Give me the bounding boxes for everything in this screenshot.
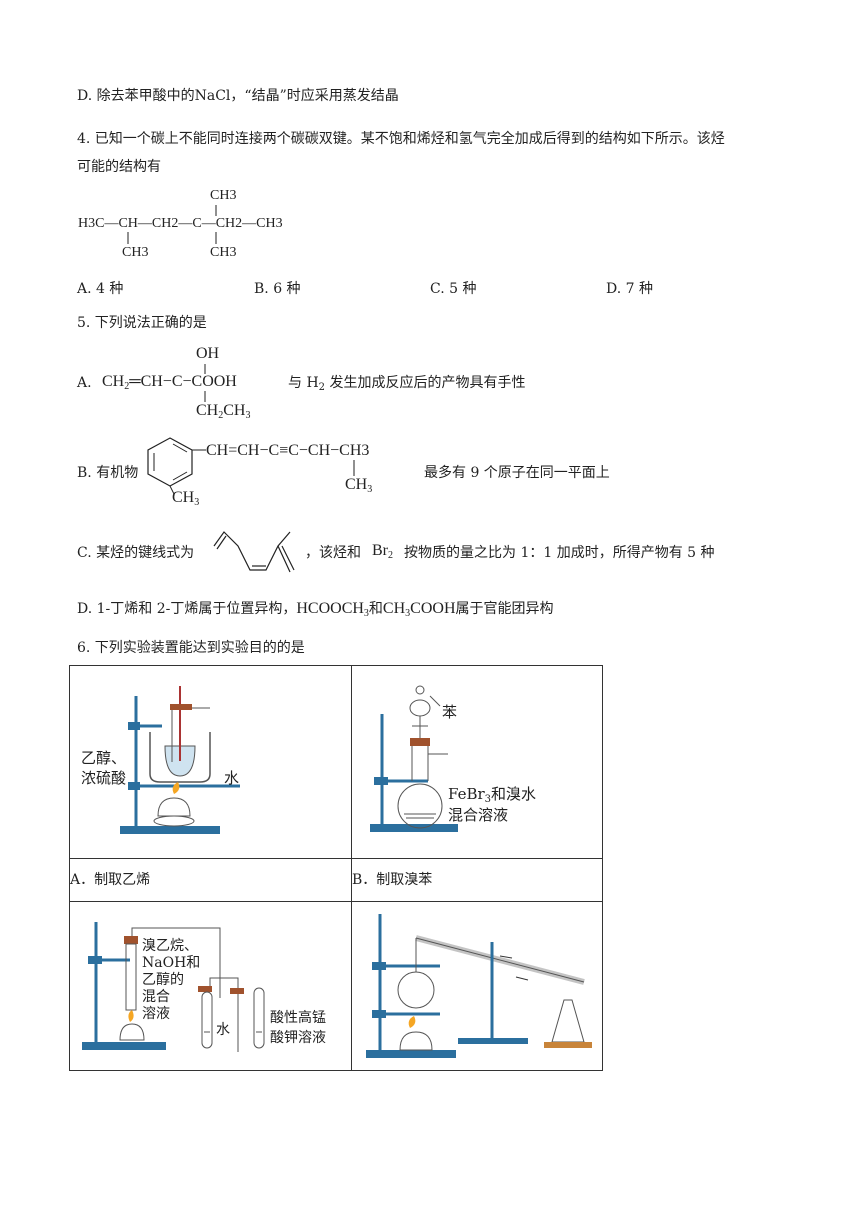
label-kmno4-1: 酸性高锰 bbox=[270, 1010, 326, 1026]
elimination-apparatus-icon bbox=[82, 922, 265, 1052]
q5-b-chain: CH=CH−C≡C−CH−CH3 bbox=[206, 442, 370, 459]
q5-d-text1: D. 1-丁烯和 2-丁烯属于位置异构， bbox=[77, 601, 297, 617]
label-mixed: 混合 bbox=[142, 989, 170, 1005]
q5-stem: 5. 下列说法正确的是 bbox=[77, 315, 207, 331]
group-h3c: H3C bbox=[78, 216, 105, 231]
q5-b-ch3-ring: CH3 bbox=[172, 489, 200, 508]
q5-b-ch3-branch: CH3 bbox=[345, 476, 373, 495]
label-ethanol: 乙醇、 bbox=[81, 749, 127, 767]
group-ch2: CH2 bbox=[151, 216, 179, 231]
q4-option-a: A. 4 种 bbox=[77, 281, 124, 297]
label-ethanol-of: 乙醇的 bbox=[142, 972, 184, 988]
q4-option-c: C. 5 种 bbox=[430, 281, 477, 297]
label-mixed-solution: 混合溶液 bbox=[448, 806, 509, 824]
benzene-ring-icon bbox=[147, 437, 206, 495]
label-naoh: NaOH和 bbox=[142, 955, 201, 971]
group-ch: CH bbox=[118, 216, 138, 231]
q5-d-and: 和 bbox=[368, 601, 383, 617]
formula-bonds bbox=[127, 205, 217, 244]
label-water: 水 bbox=[224, 769, 240, 787]
q4-stem-line1: 4. 已知一个碳上不能同时连接两个碳碳双键。某不饱和烯烃和氢气完全加成后得到的结… bbox=[77, 131, 725, 147]
caption-b: B．制取溴苯 bbox=[351, 858, 603, 902]
q5-c-br2: Br2 bbox=[372, 542, 393, 561]
group-c: C bbox=[192, 216, 202, 231]
cell-d-diagram bbox=[351, 901, 603, 1071]
skeletal-formula-icon bbox=[213, 531, 295, 573]
q5-d-text2: 属于官能团异构 bbox=[455, 601, 554, 617]
q4-stem-line2: 可能的结构有 bbox=[77, 159, 161, 175]
label-solution: 溶液 bbox=[142, 1006, 170, 1022]
q4-option-b: B. 6 种 bbox=[254, 281, 301, 297]
formula-top-ch3: CH3 bbox=[210, 188, 237, 203]
label-benzene: 苯 bbox=[442, 703, 458, 721]
q5-a-ethyl: CH2CH3 bbox=[196, 402, 251, 421]
ethylene-apparatus-icon bbox=[120, 686, 240, 834]
label-water-c: 水 bbox=[216, 1022, 230, 1038]
q6-stem: 6. 下列实验装置能达到实验目的的是 bbox=[77, 640, 305, 656]
q5-a-main: CH2═CH−C−COOH bbox=[102, 373, 237, 392]
q3-option-d: D. 除去苯甲酸中的NaCl，“结晶”时应采用蒸发结晶 bbox=[77, 88, 399, 104]
cell-b-diagram: 苯 FeBr3和溴水 混合溶液 bbox=[351, 665, 603, 859]
q5-c-text1: ，该烃和 bbox=[305, 545, 361, 561]
label-bromoethane: 溴乙烷、 bbox=[142, 938, 198, 954]
formula-bottom-ch3-a: CH3 bbox=[122, 245, 149, 260]
q5-a-oh: OH bbox=[196, 345, 220, 362]
q5-b-label: B. 有机物 bbox=[77, 465, 139, 481]
q5-option-d: D. 1-丁烯和 2-丁烯属于位置异构，HCOOCH3和CH3COOH属于官能团… bbox=[77, 599, 554, 619]
formula-main-chain: H3C—CH—CH2—C—CH2—CH3 bbox=[78, 216, 283, 231]
q5-c-text2: 按物质的量之比为 1：1 加成时，所得产物有 5 种 bbox=[404, 545, 715, 561]
q5-d-f1: HCOOCH3 bbox=[296, 600, 369, 619]
q5-a-bonds bbox=[204, 364, 206, 402]
q5-b-bonds bbox=[353, 460, 355, 476]
formula-bottom-ch3-b: CH3 bbox=[210, 245, 237, 260]
label-kmno4-2: 酸钾溶液 bbox=[270, 1030, 326, 1046]
q5-c-label: C. 某烃的键线式为 bbox=[77, 545, 195, 561]
q5-a-text: 与 H2 发生加成反应后的产物具有手性 bbox=[288, 375, 526, 393]
caption-a: A．制取乙烯 bbox=[69, 858, 352, 902]
bromobenzene-apparatus-icon bbox=[370, 685, 458, 832]
label-sulfuric-acid: 浓硫酸 bbox=[81, 769, 127, 787]
q4-option-d: D. 7 种 bbox=[606, 281, 653, 297]
label-febr3: FeBr3和溴水 bbox=[448, 785, 537, 805]
q5-d-f2: CH3COOH bbox=[382, 600, 456, 619]
q5-a-label: A. bbox=[77, 375, 92, 391]
distillation-apparatus-icon bbox=[366, 914, 592, 1058]
cell-c-diagram: 溴乙烷、 NaOH和 乙醇的 混合 溶液 水 酸性高锰 酸钾溶液 bbox=[69, 901, 352, 1071]
apparatus-table: 乙醇、 浓硫酸 水 bbox=[69, 665, 603, 1071]
q5-b-text: 最多有 9 个原子在同一平面上 bbox=[424, 465, 610, 481]
group-ch3: CH3 bbox=[256, 216, 283, 231]
group-ch2: CH2 bbox=[215, 216, 243, 231]
cell-a-diagram: 乙醇、 浓硫酸 水 bbox=[69, 665, 352, 859]
